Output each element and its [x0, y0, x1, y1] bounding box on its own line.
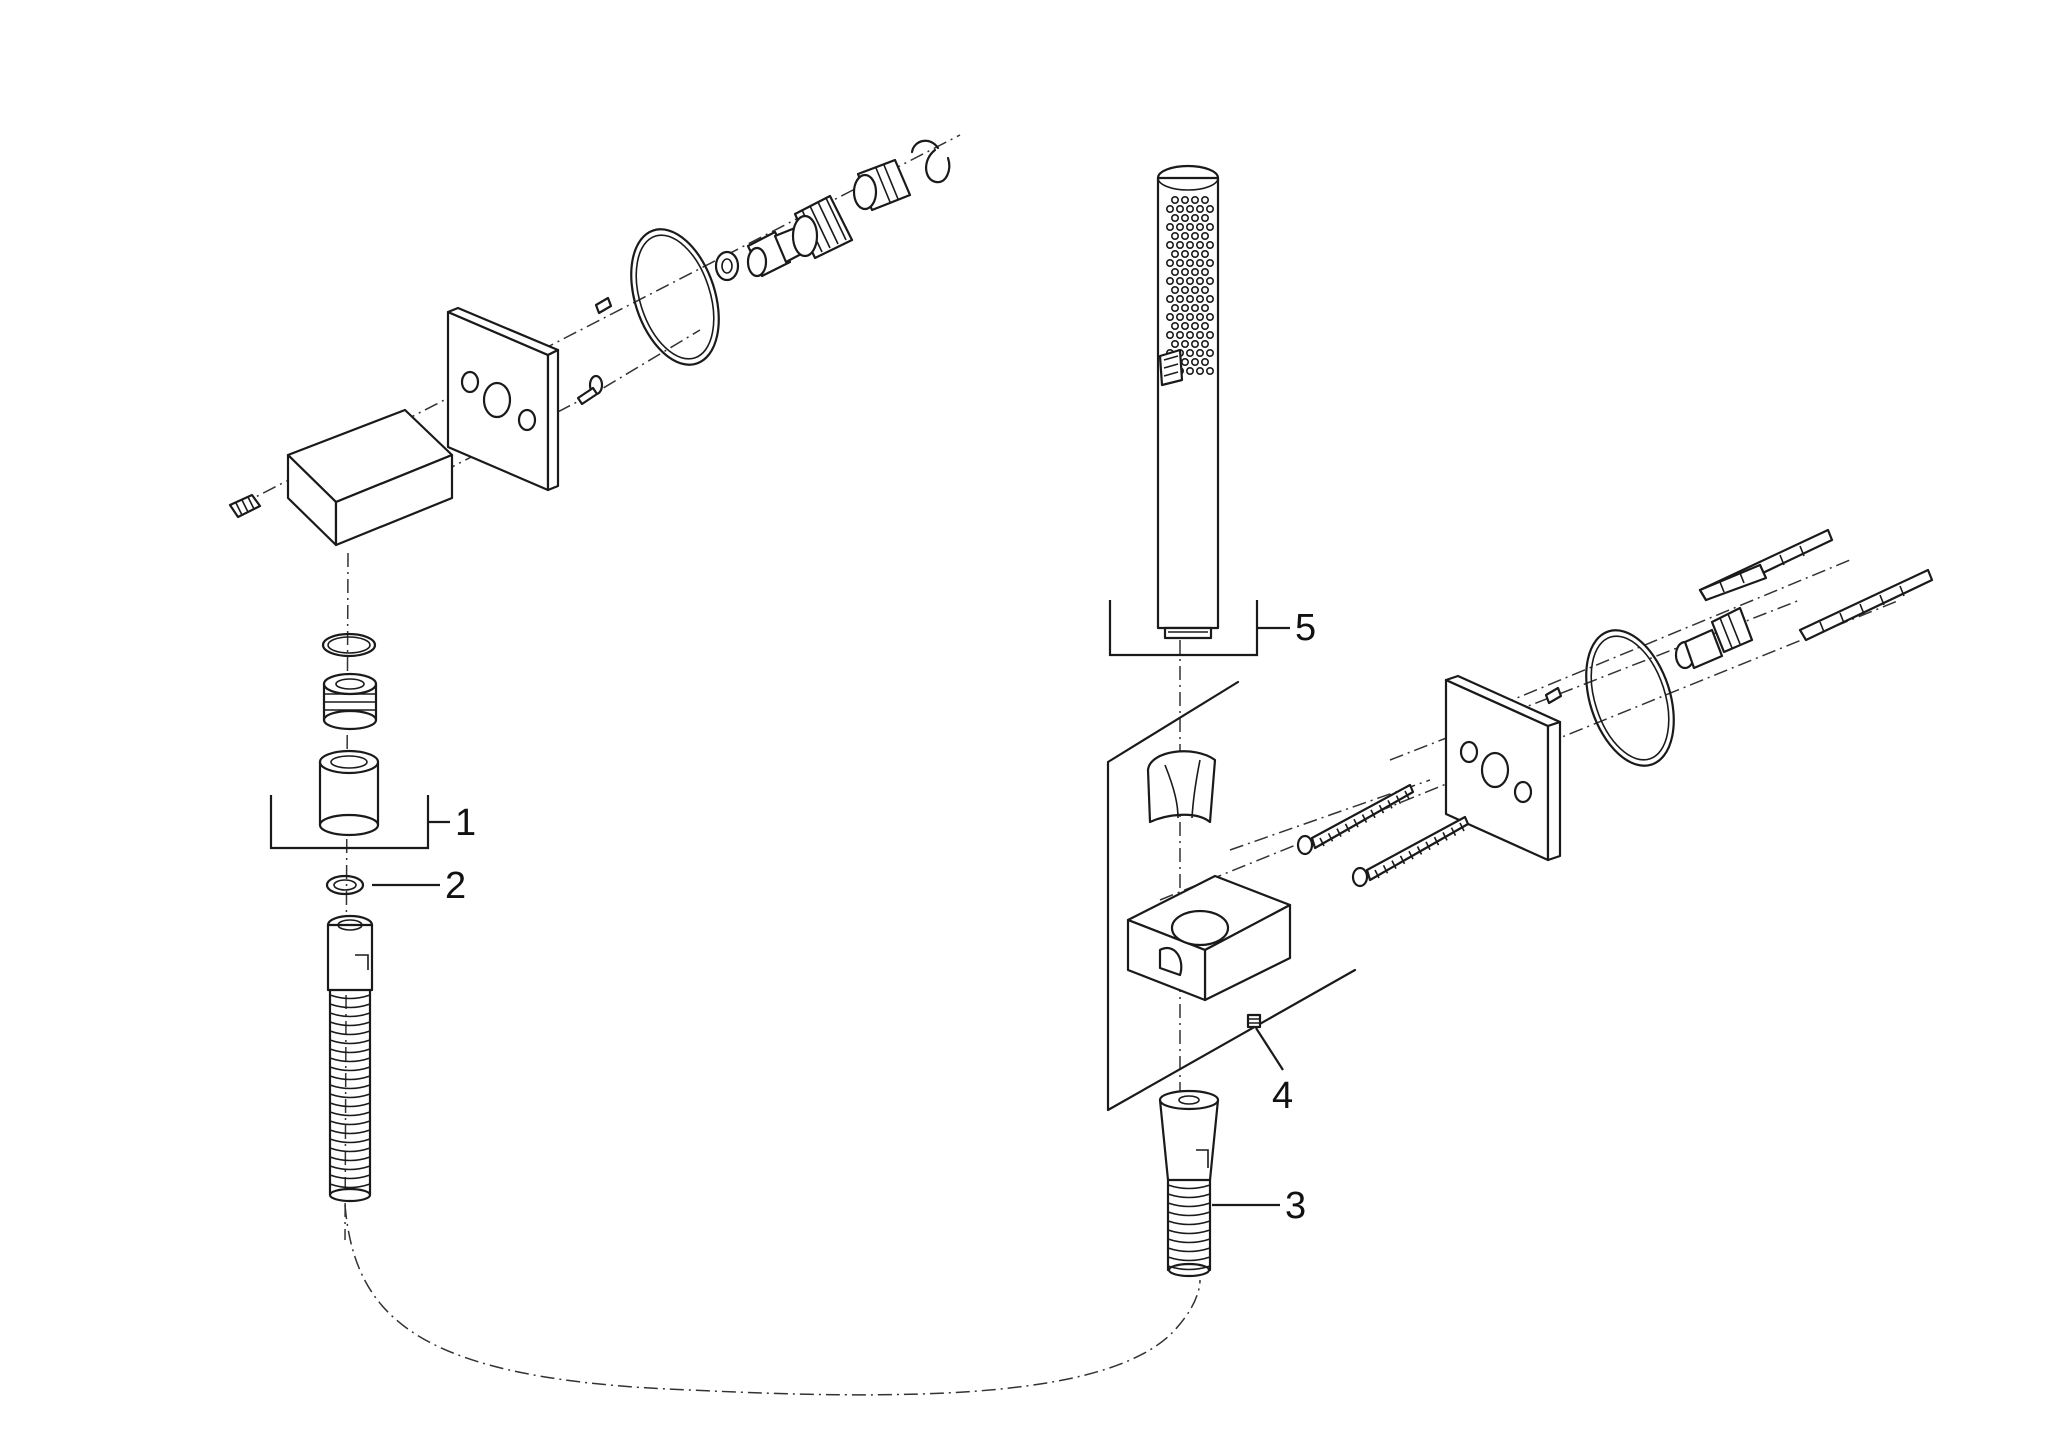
shower-hose-end [326, 914, 374, 1203]
shower-holder [1126, 874, 1292, 1002]
set-screw [228, 493, 262, 519]
large-o-ring-right [1585, 629, 1675, 767]
callout-4: 4 [1272, 1075, 1293, 1117]
dowel-pin-right [1544, 686, 1563, 705]
sleeve [318, 749, 380, 837]
o-ring-top [321, 632, 377, 658]
holder-clip [1146, 750, 1217, 824]
grub-screw [1246, 1013, 1262, 1029]
brand-logo-icon [1158, 348, 1184, 387]
dowel-pin [594, 296, 613, 315]
small-washer [714, 250, 740, 282]
wall-outlet-assembly [228, 134, 961, 1241]
wall-plug-lower [1798, 568, 1934, 642]
wall-screw-lower [1351, 815, 1470, 888]
connector-nipple [746, 194, 854, 278]
hand-shower-assembly [1106, 164, 1934, 1278]
wall-plate-right [1444, 674, 1562, 862]
check-valve [852, 158, 912, 212]
large-o-ring [630, 228, 720, 366]
callout-5: 5 [1295, 607, 1316, 649]
hose-ribs-right [1167, 1184, 1211, 1271]
escutcheon-cover [286, 408, 454, 547]
wall-plug-upper [1698, 528, 1834, 602]
seal-washer [325, 874, 365, 896]
hose-path [344, 1204, 1201, 1396]
fixing-screw [576, 374, 604, 406]
threaded-nipple [322, 672, 378, 731]
wall-plate [446, 306, 560, 492]
callout-1: 1 [455, 802, 476, 844]
callout-2: 2 [445, 865, 466, 907]
hose-ribs [329, 994, 371, 1189]
wall-panel [1106, 680, 1357, 1112]
callout-3: 3 [1285, 1185, 1306, 1227]
hand-shower [1156, 164, 1220, 640]
retaining-clip [925, 148, 951, 184]
wall-screw-upper [1296, 783, 1415, 856]
hose-connector-right [1674, 606, 1754, 670]
